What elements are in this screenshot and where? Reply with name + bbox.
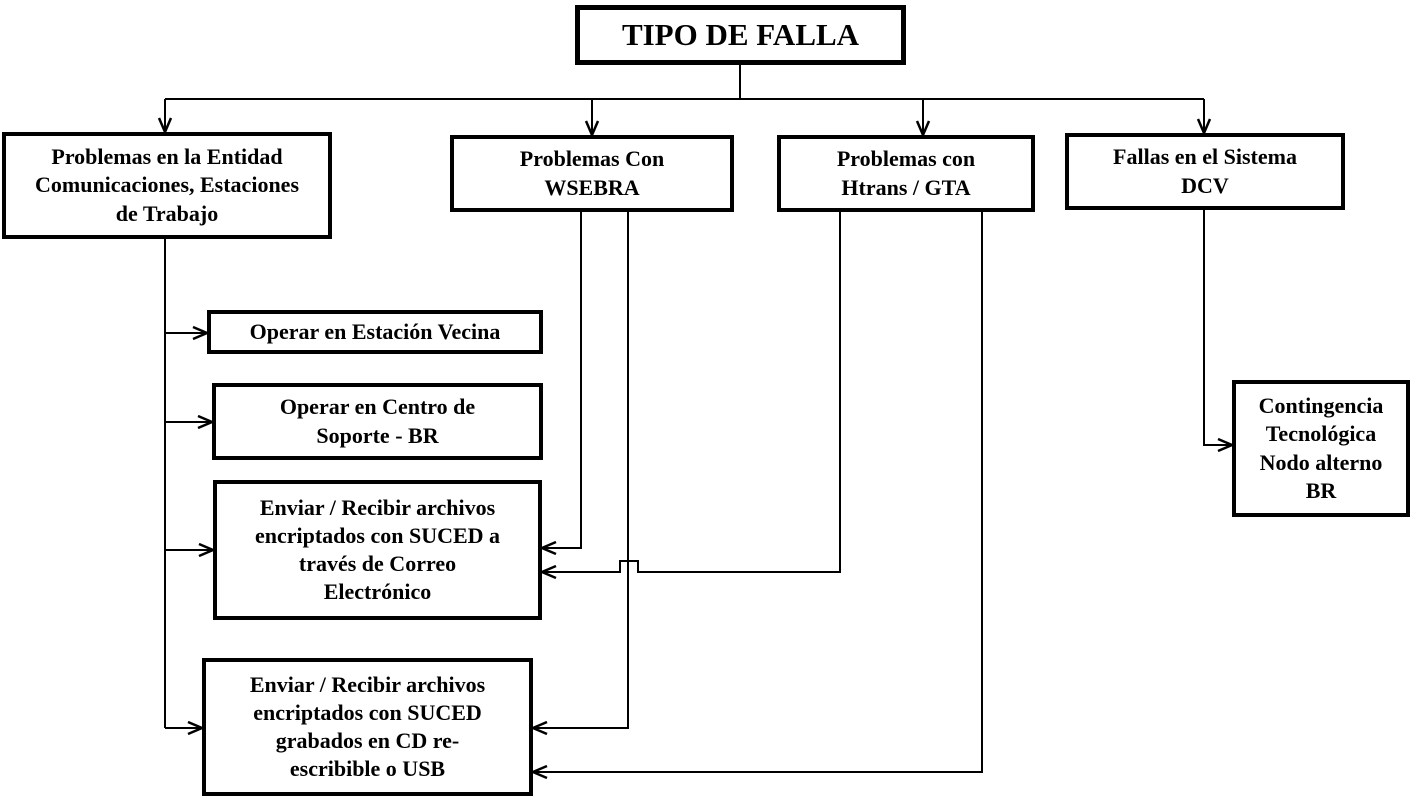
connector-htrans-to-cdusb — [529, 212, 983, 780]
node-tipo-de-falla: TIPO DE FALLA — [575, 5, 906, 65]
connector-htrans-to-correo — [538, 212, 841, 580]
arrow-left-icon — [529, 764, 548, 780]
connector-dcv-to-contingencia — [1203, 210, 1236, 453]
connector-wsebra-to-cdusb — [529, 212, 629, 736]
arrow-left-icon — [538, 564, 557, 580]
connector-wsebra-to-correo — [538, 212, 582, 556]
node-problemas-wsebra: Problemas Con WSEBRA — [450, 135, 734, 212]
node-enviar-recibir-correo-electronico: Enviar / Recibir archivos encriptados co… — [213, 480, 542, 620]
node-contingencia-tecnologica-nodo-alterno: Contingencia Tecnológica Nodo alterno BR — [1232, 380, 1410, 517]
node-problemas-htrans-gta: Problemas con Htrans / GTA — [777, 135, 1035, 212]
arrow-left-icon — [529, 720, 548, 736]
arrow-left-icon — [538, 540, 557, 556]
node-problemas-entidad-comunicaciones: Problemas en la Entidad Comunicaciones, … — [2, 132, 332, 239]
node-enviar-recibir-cd-usb: Enviar / Recibir archivos encriptados co… — [202, 658, 533, 796]
node-operar-centro-soporte-br: Operar en Centro de Soporte - BR — [212, 383, 543, 460]
node-operar-estacion-vecina: Operar en Estación Vecina — [207, 310, 543, 354]
connector-root-rail — [157, 65, 1212, 139]
node-fallas-sistema-dcv: Fallas en el Sistema DCV — [1065, 133, 1345, 210]
